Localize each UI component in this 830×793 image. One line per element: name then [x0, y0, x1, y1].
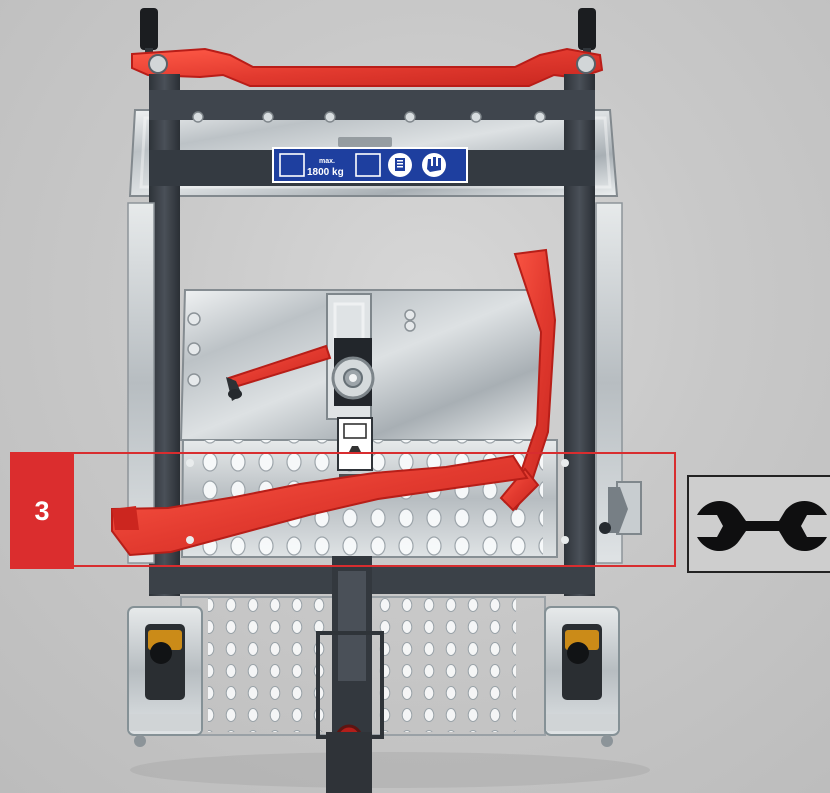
tool-box [687, 475, 830, 573]
callout-number: 3 [34, 496, 50, 526]
load-label-bottom: 1800 kg [307, 167, 344, 178]
gloves-icon [422, 153, 446, 177]
manual-icon [388, 153, 412, 177]
callout-number-badge: 3 [10, 452, 74, 569]
load-label-top: max. [319, 158, 335, 165]
wrench-icon [697, 500, 827, 552]
